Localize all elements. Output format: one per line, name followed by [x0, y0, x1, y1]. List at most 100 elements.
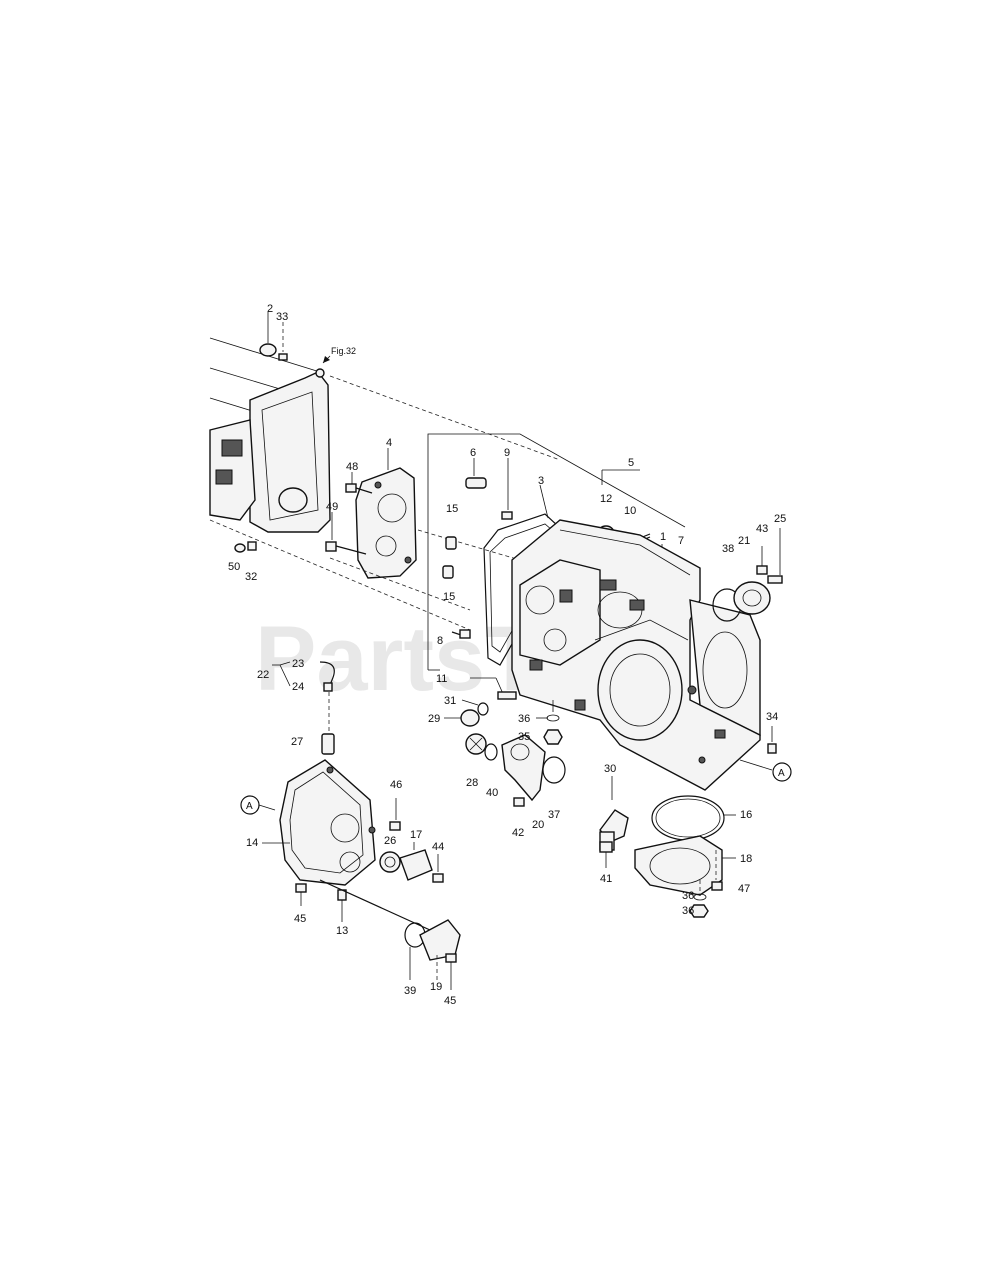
fig-32-label: Fig.32 — [331, 346, 356, 356]
bolt-45a — [295, 883, 307, 906]
crankcase-main-body — [511, 519, 761, 791]
dowel-15a — [445, 536, 457, 550]
seal-26 — [379, 851, 401, 873]
guide-27 — [321, 733, 335, 755]
callout-35a: 35 — [518, 731, 530, 743]
washer-36b-36c — [689, 880, 709, 918]
callout-40: 40 — [486, 787, 498, 799]
pin-9 — [501, 458, 513, 520]
callout-25: 25 — [774, 513, 786, 525]
callout-11: 11 — [436, 673, 447, 685]
washer-36a-nut-35a — [536, 700, 563, 745]
callout-14: 14 — [246, 837, 258, 849]
callout-41: 41 — [600, 873, 612, 885]
bolt-45b — [445, 953, 457, 990]
callout-23: 23 — [292, 658, 304, 670]
callout-1: 1 — [660, 531, 666, 543]
callout-8: 8 — [437, 635, 443, 647]
callout-36b: 36 — [682, 890, 694, 902]
dowel-34 — [767, 726, 777, 754]
bolt-42 — [513, 797, 525, 807]
cover-21 — [733, 581, 771, 615]
callout-10: 10 — [624, 505, 636, 517]
bolt-47 — [711, 850, 723, 891]
bracket-group-5 — [427, 433, 686, 671]
fig-32-reference — [322, 355, 331, 364]
reference-marker-a-left: A — [240, 795, 276, 815]
callout-42: 42 — [512, 827, 524, 839]
transmission-housing — [209, 337, 331, 533]
callout-5: 5 — [628, 457, 634, 469]
callout-36a: 36 — [518, 713, 530, 725]
oring-37 — [542, 756, 566, 784]
callout-27: 27 — [291, 736, 303, 748]
stud-11 — [470, 677, 517, 700]
callout-7: 7 — [678, 535, 684, 547]
pin-6 — [465, 458, 487, 489]
cover-19 — [419, 919, 461, 980]
bolt-25 — [767, 528, 783, 584]
callout-6: 6 — [470, 447, 476, 459]
callout-29: 29 — [428, 713, 440, 725]
callout-20: 20 — [532, 819, 544, 831]
callout-47: 47 — [738, 883, 750, 895]
callout-26: 26 — [384, 835, 396, 847]
bolt-41 — [599, 841, 613, 868]
callout-48: 48 — [346, 461, 358, 473]
svg-text:A: A — [778, 768, 785, 779]
gear-case-14 — [262, 759, 376, 886]
callout-33: 33 — [276, 311, 288, 323]
callout-13: 13 — [336, 925, 348, 937]
callout-15b: 15 — [443, 591, 455, 603]
callout-24: 24 — [292, 681, 304, 693]
bolt-46 — [389, 798, 401, 831]
callout-39: 39 — [404, 985, 416, 997]
callout-3: 3 — [538, 475, 544, 487]
oring-31 — [461, 699, 489, 716]
svg-text:A: A — [246, 801, 253, 812]
callout-32: 32 — [245, 571, 257, 583]
callout-19: 19 — [430, 981, 442, 993]
callout-18: 18 — [740, 853, 752, 865]
stud-8 — [451, 629, 471, 639]
callout-17: 17 — [410, 829, 422, 841]
oil-gauge-22 — [272, 661, 335, 734]
housing-20 — [501, 734, 546, 802]
oring-40 — [484, 743, 498, 761]
shaft-30 — [599, 776, 629, 851]
cap-28 — [465, 733, 487, 755]
callout-12: 12 — [600, 493, 612, 505]
plate-17 — [399, 842, 433, 881]
bolt-49 — [325, 512, 367, 555]
callout-50: 50 — [228, 561, 240, 573]
callout-46: 46 — [390, 779, 402, 791]
callout-21: 21 — [738, 535, 750, 547]
oring-39 — [404, 922, 426, 980]
dowel-13 — [337, 889, 347, 922]
part-4-cover — [355, 448, 417, 579]
callout-37: 37 — [548, 809, 560, 821]
callout-49: 49 — [326, 501, 338, 513]
dowel-15b — [442, 565, 454, 579]
washer-50-32 — [234, 541, 257, 553]
callout-28: 28 — [466, 777, 478, 789]
callout-45b: 45 — [444, 995, 456, 1007]
callout-44: 44 — [432, 841, 444, 853]
callout-34: 34 — [766, 711, 778, 723]
bolt-48 — [345, 472, 373, 494]
oring-16 — [651, 795, 736, 841]
callout-22: 22 — [257, 669, 269, 681]
callout-15a: 15 — [446, 503, 458, 515]
part-2-nut — [259, 312, 288, 361]
callout-31: 31 — [444, 695, 456, 707]
callout-16: 16 — [740, 809, 752, 821]
callout-38: 38 — [722, 543, 734, 555]
reference-marker-a-right: A — [739, 759, 792, 782]
callout-45a: 45 — [294, 913, 306, 925]
callout-2: 2 — [267, 303, 273, 315]
plug-29 — [444, 709, 480, 727]
callout-9: 9 — [504, 447, 510, 459]
callout-4: 4 — [386, 437, 392, 449]
bolt-43 — [756, 546, 768, 575]
